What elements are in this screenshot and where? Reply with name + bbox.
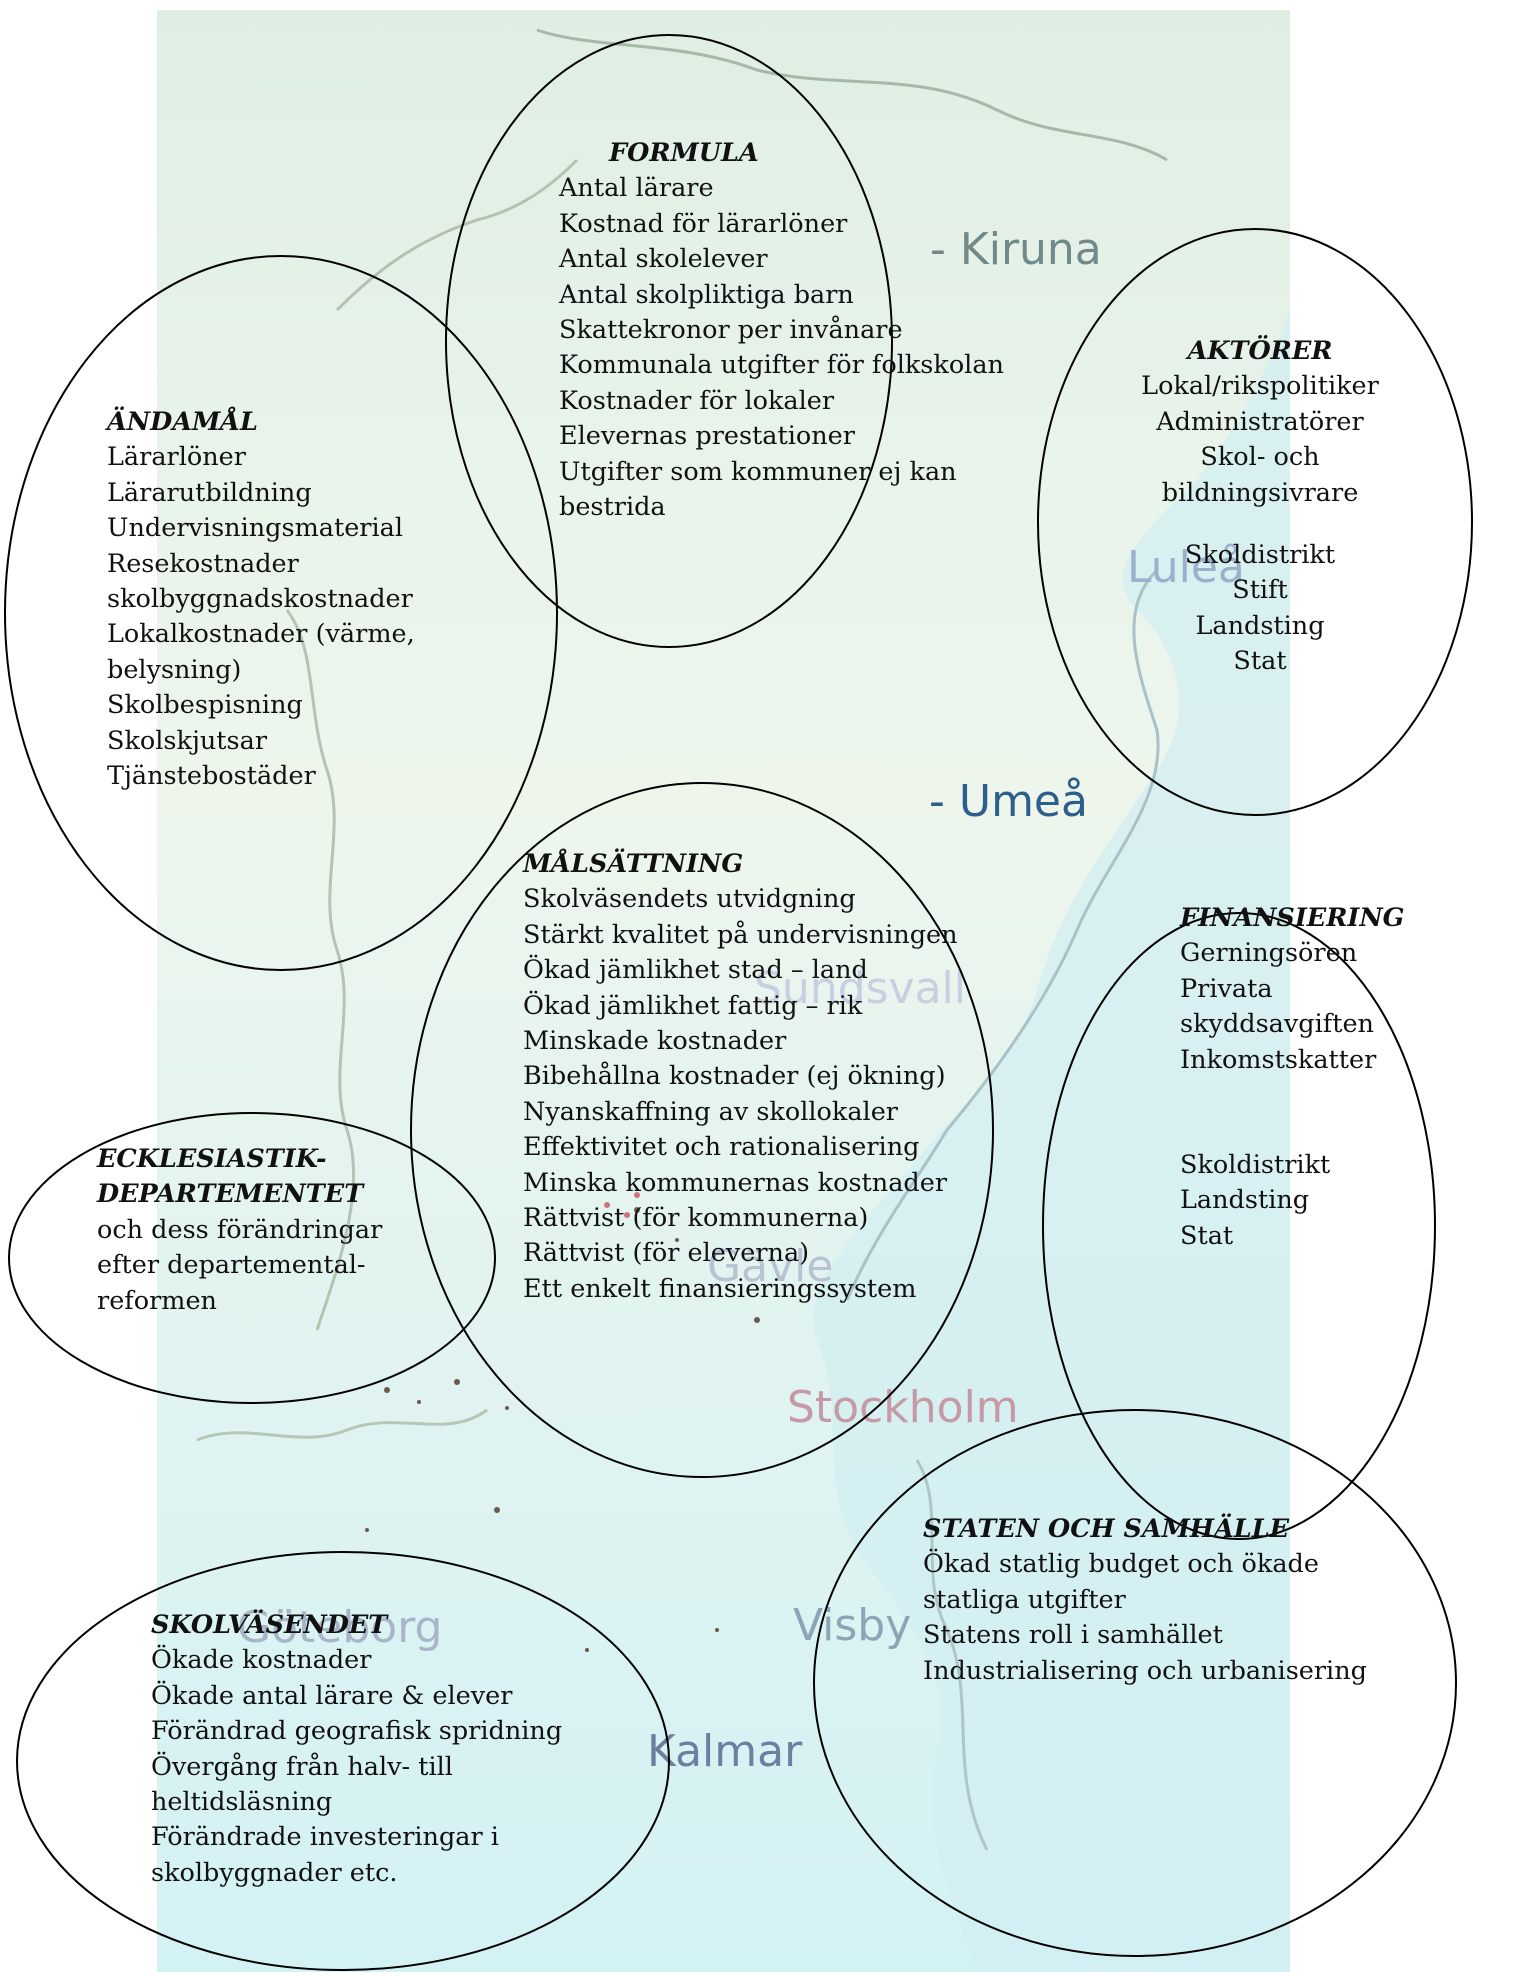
map-outlines: [196, 10, 1290, 1972]
ellipse-formula: [445, 34, 893, 648]
malsattning-item: Stärkt kvalitet på undervisningen: [523, 919, 958, 950]
ecklesiastik-item: och dess förändringar: [97, 1214, 383, 1245]
ellipse-skolvasendet: [16, 1551, 670, 1971]
formula-item: Antal skolelever: [559, 244, 768, 275]
aktorer-item: Skol- och: [1200, 442, 1320, 473]
finansiering-item: Inkomstskatter: [1180, 1044, 1377, 1075]
ellipse-aktorer: [1037, 228, 1473, 816]
bubble-andamal: ÄNDAMÅL Lärarlöner Lärarutbildning Under…: [107, 405, 415, 794]
ellipse-andamal: [4, 255, 558, 971]
malsattning-item: Effektivitet och rationalisering: [523, 1132, 920, 1163]
andamal-item: Lärarutbildning: [107, 477, 312, 508]
andamal-item: Skolskjutsar: [107, 725, 268, 756]
finansiering-item: Landsting: [1180, 1185, 1310, 1216]
bubble-title-ecklesiastik-line1: ECKLESIASTIK-: [97, 1144, 327, 1174]
malsattning-item: Nyanskaffning av skollokaler: [523, 1096, 898, 1127]
ellipse-malsattning: [410, 782, 994, 1478]
andamal-item: Skolbespisning: [107, 690, 303, 721]
malsattning-item: Minskade kostnader: [523, 1026, 787, 1057]
skolvasendet-item: Ökade antal lärare & elever: [151, 1680, 513, 1711]
bubble-ecklesiastik: ECKLESIASTIK- DEPARTEMENTET och dess för…: [97, 1142, 382, 1319]
bubble-aktorer: AKTÖRER Lokal/rikspolitiker Administratö…: [1135, 334, 1385, 680]
place-label-visby: Visby: [793, 1600, 912, 1651]
ecklesiastik-item: efter departemental-: [97, 1250, 366, 1281]
staten-item: Statens roll i samhället: [923, 1620, 1223, 1651]
bubble-title-formula: FORMULA: [609, 138, 759, 168]
skolvasendet-item: skolbyggnader etc.: [151, 1857, 398, 1888]
aktorer-item: Landsting: [1195, 610, 1325, 641]
andamal-item: skolbyggnadskostnader: [107, 584, 413, 615]
bubble-title-ecklesiastik-line2: DEPARTEMENTET: [97, 1179, 364, 1210]
malsattning-item: Rättvist (för kommunerna): [523, 1203, 869, 1234]
formula-item: Antal lärare: [559, 173, 714, 204]
place-label-kiruna: - Kiruna: [930, 224, 1102, 275]
malsattning-item: Ökad jämlikhet stad – land: [523, 955, 868, 986]
finansiering-item: Skoldistrikt: [1180, 1150, 1331, 1181]
malsattning-item: Rättvist (för eleverna): [523, 1238, 810, 1269]
finansiering-item: Privata: [1180, 973, 1273, 1004]
place-label-sundsvall: Sundsvall: [754, 963, 967, 1014]
ellipse-staten: [813, 1409, 1457, 1957]
bubble-title-finansiering: FINANSIERING: [1180, 903, 1405, 933]
staten-item: statliga utgifter: [923, 1584, 1126, 1615]
bubble-staten: STATEN OCH SAMHÄLLE Ökad statlig budget …: [923, 1512, 1367, 1689]
malsattning-item: Ett enkelt finansieringssystem: [523, 1273, 917, 1304]
place-label-gavle: Gävle: [707, 1241, 834, 1292]
place-label-umea: - Umeå: [929, 776, 1088, 827]
bubble-formula: FORMULA Antal lärare Kostnad för lärarlö…: [559, 136, 1004, 525]
staten-item: Ökad statlig budget och ökade: [923, 1549, 1319, 1580]
ecklesiastik-item: reformen: [97, 1285, 217, 1316]
ellipse-finansiering: [1042, 912, 1436, 1540]
formula-item: Skattekronor per invånare: [559, 315, 903, 346]
formula-item: Kommunala utgifter för folkskolan: [559, 350, 1004, 381]
malsattning-item: Skolväsendets utvidgning: [523, 884, 856, 915]
formula-item: Utgifter som kommuner ej kan: [559, 456, 957, 487]
skolvasendet-item: Övergång från halv- till: [151, 1751, 453, 1782]
bubble-malsattning: MÅLSÄTTNING Skolväsendets utvidgning Stä…: [523, 847, 958, 1307]
andamal-item: Undervisningsmaterial: [107, 513, 404, 544]
andamal-item: Resekostnader: [107, 548, 299, 579]
sweden-map-background: - Kiruna Luleå - Umeå Sundsvall Gävle St…: [157, 10, 1290, 1972]
malsattning-item: Minska kommunernas kostnader: [523, 1167, 948, 1198]
aktorer-item: Lokal/rikspolitiker: [1141, 371, 1379, 402]
finansiering-item: Gerningsören: [1180, 938, 1358, 969]
ellipse-ecklesiastik: [8, 1112, 496, 1404]
formula-item: Kostnad för lärarlöner: [559, 208, 848, 239]
place-label-stockholm: Stockholm: [787, 1382, 1019, 1433]
finansiering-item: skyddsavgiften: [1180, 1009, 1374, 1040]
place-label-kalmar: Kalmar: [647, 1726, 803, 1777]
bubble-title-andamal: ÄNDAMÅL: [107, 407, 258, 437]
malsattning-item: Bibehållna kostnader (ej ökning): [523, 1061, 946, 1092]
andamal-item: Tjänstebostäder: [107, 761, 316, 792]
formula-item: Antal skolpliktiga barn: [559, 279, 854, 310]
bubble-title-staten: STATEN OCH SAMHÄLLE: [923, 1514, 1290, 1544]
aktorer-item: Stat: [1233, 646, 1287, 677]
aktorer-item: Stift: [1232, 575, 1288, 606]
malsattning-item: Ökad jämlikhet fattig – rik: [523, 990, 863, 1021]
skolvasendet-item: heltidsläsning: [151, 1787, 333, 1818]
place-label-lulea: Luleå: [1127, 542, 1245, 593]
formula-item: Kostnader för lokaler: [559, 385, 835, 416]
andamal-item: belysning): [107, 654, 242, 685]
skolvasendet-item: Ökade kostnader: [151, 1645, 372, 1676]
andamal-item: Lärarlöner: [107, 442, 246, 473]
skolvasendet-item: Förändrad geografisk spridning: [151, 1716, 563, 1747]
bubble-title-skolvasendet: SKOLVÄSENDET: [151, 1610, 388, 1640]
aktorer-item: Skoldistrikt: [1184, 540, 1336, 571]
place-label-goteborg: Göteborg: [237, 1602, 443, 1653]
staten-item: Industrialisering och urbanisering: [923, 1655, 1367, 1686]
finansiering-item: Stat: [1180, 1220, 1234, 1251]
skolvasendet-item: Förändrade investeringar i: [151, 1822, 499, 1853]
bubble-title-malsattning: MÅLSÄTTNING: [523, 849, 744, 879]
formula-item: Elevernas prestationer: [559, 421, 855, 452]
aktorer-item: Administratörer: [1156, 406, 1364, 437]
aktorer-item: bildningsivrare: [1161, 477, 1359, 508]
andamal-item: Lokalkostnader (värme,: [107, 619, 415, 650]
bubble-skolvasendet: SKOLVÄSENDET Ökade kostnader Ökade antal…: [151, 1608, 562, 1891]
formula-item: bestrida: [559, 492, 666, 523]
bubble-title-aktorer: AKTÖRER: [1187, 336, 1333, 366]
bubble-finansiering: FINANSIERING Gerningsören Privata skydds…: [1180, 901, 1404, 1254]
